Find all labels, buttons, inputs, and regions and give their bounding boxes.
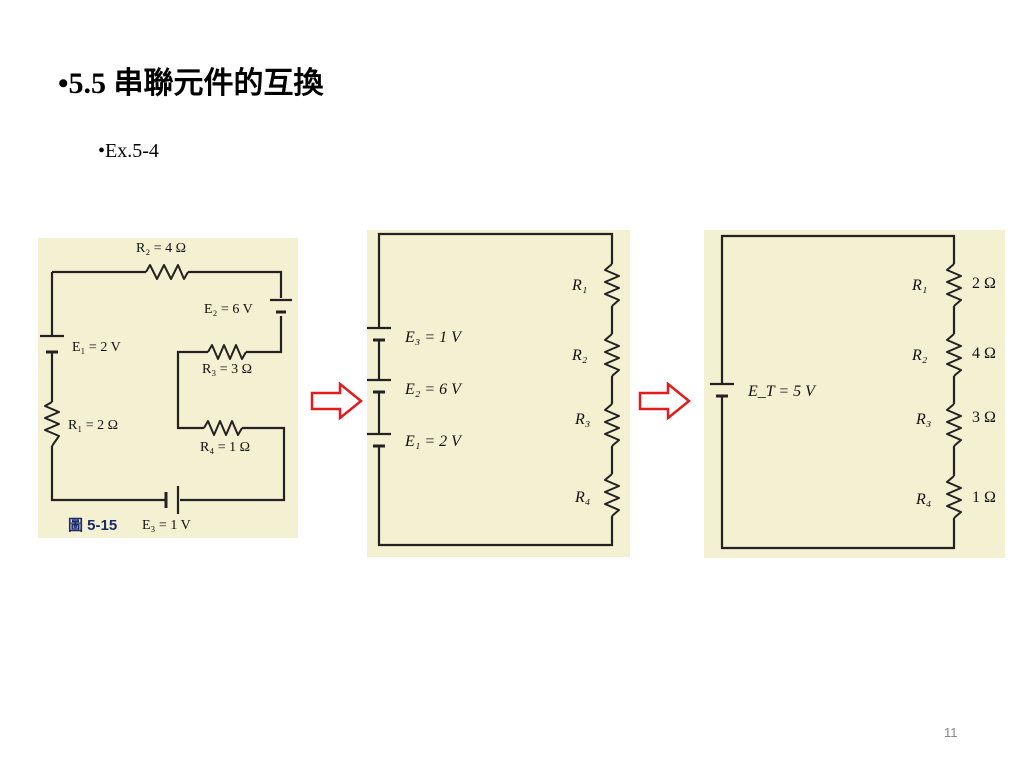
label-e1: E₁ = 2 V bbox=[72, 340, 121, 355]
label-r3: R₃ bbox=[915, 411, 931, 428]
label-r3: R₃ = 3 Ω bbox=[202, 362, 252, 377]
label-e2: E₂ = 6 V bbox=[404, 381, 463, 398]
battery-e3 bbox=[367, 326, 391, 342]
label-e3: E₃ = 1 V bbox=[142, 518, 191, 533]
resistor-r3 bbox=[946, 403, 962, 447]
battery-e2 bbox=[367, 378, 391, 394]
circuit-original-background bbox=[38, 238, 298, 538]
battery-et bbox=[710, 382, 734, 398]
resistor-r1 bbox=[44, 401, 60, 447]
resistor-r2 bbox=[145, 264, 189, 280]
label-e1: E₁ = 2 V bbox=[404, 433, 463, 450]
circuit-grouped-wires bbox=[377, 232, 614, 547]
resistor-r1 bbox=[946, 263, 962, 307]
resistor-r1 bbox=[604, 263, 620, 307]
resistor-r2 bbox=[604, 333, 620, 377]
label-r4: R₄ bbox=[574, 489, 590, 506]
label-et: E_T = 5 V bbox=[747, 383, 817, 400]
resistor-r4 bbox=[203, 420, 243, 436]
battery-e3 bbox=[164, 486, 180, 514]
label-r2: R₂ bbox=[571, 347, 588, 364]
value-r2: 4 Ω bbox=[972, 345, 996, 362]
circuit-equivalent-wires bbox=[720, 234, 956, 550]
label-r1: R₁ bbox=[911, 277, 927, 294]
circuit-original: R₂ = 4 Ω E₂ = 6 V E₁ = 2 V R₃ = 3 Ω R₁ =… bbox=[38, 238, 298, 538]
resistor-r3 bbox=[207, 344, 247, 360]
label-r4: R₄ = 1 Ω bbox=[200, 440, 250, 455]
resistor-r4 bbox=[946, 475, 962, 519]
label-r2: R₂ bbox=[911, 347, 928, 364]
value-r3: 3 Ω bbox=[972, 409, 996, 426]
right-arrow-1 bbox=[310, 382, 363, 420]
slide-title: •5.5 串聯元件的互換 bbox=[58, 67, 324, 100]
right-arrow-2 bbox=[638, 382, 691, 420]
label-e3: E₃ = 1 V bbox=[404, 329, 463, 346]
circuit-original-wires bbox=[50, 270, 286, 502]
label-r2: R₂ = 4 Ω bbox=[136, 241, 186, 256]
example-label: •Ex.5-4 bbox=[98, 140, 159, 162]
label-r1: R₁ bbox=[571, 277, 587, 294]
resistor-r2 bbox=[946, 333, 962, 377]
battery-e1 bbox=[40, 334, 64, 354]
label-r3: R₃ bbox=[574, 411, 590, 428]
label-e2: E₂ = 6 V bbox=[204, 302, 253, 317]
label-r1: R₁ = 2 Ω bbox=[68, 418, 118, 433]
label-r4: R₄ bbox=[915, 491, 931, 508]
value-r4: 1 Ω bbox=[972, 489, 996, 506]
battery-e2 bbox=[270, 298, 292, 314]
circuit-grouped-sources: E₃ = 1 V E₂ = 6 V E₁ = 2 V R₁ R₂ R₃ R₄ bbox=[367, 230, 630, 557]
battery-e1 bbox=[367, 432, 391, 448]
resistor-r3 bbox=[604, 403, 620, 447]
circuit-equivalent: E_T = 5 V R₁ R₂ R₃ R₄ 2 Ω 4 Ω 3 Ω 1 Ω bbox=[704, 230, 1005, 558]
page-number: 11 bbox=[944, 725, 958, 740]
resistor-r4 bbox=[604, 473, 620, 517]
value-r1: 2 Ω bbox=[972, 275, 996, 292]
circuit-grouped-background bbox=[367, 230, 630, 557]
figure-label: 圖 5-15 bbox=[68, 516, 117, 534]
